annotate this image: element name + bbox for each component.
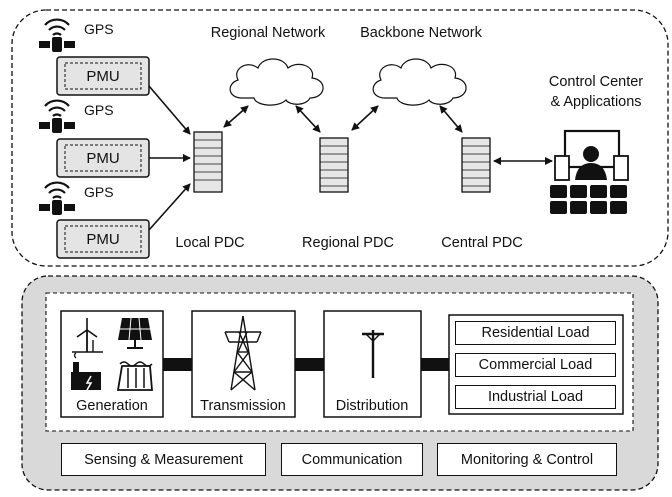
backbone-network-label: Backbone Network (360, 25, 482, 41)
load-label: Residential Load (481, 325, 590, 341)
gps-label: GPS (84, 102, 114, 118)
backbone-network-cloud (372, 58, 467, 106)
load-box-industrial: Industrial Load (455, 385, 616, 409)
cloud-central-pdc-link (439, 105, 463, 133)
transmission-tower-icon (224, 315, 262, 391)
function-label: Monitoring & Control (460, 451, 594, 468)
transmission-label: Transmission (200, 398, 286, 414)
load-box-residential: Residential Load (455, 321, 616, 345)
pmu-box (56, 56, 150, 96)
transmission-distribution-connector (295, 358, 324, 371)
function-label: Communication (301, 451, 403, 468)
local-pdc-label: Local PDC (175, 235, 244, 251)
power-plant-icon (71, 352, 101, 391)
regional-network-label: Regional Network (211, 25, 326, 41)
generation-label: Generation (76, 398, 148, 414)
gps-pmu-unit-1: GPS PMU (39, 18, 150, 96)
transmission-block (191, 310, 296, 418)
solar-panel-icon (118, 317, 152, 349)
load-label: Commercial Load (478, 357, 593, 373)
regional-network-cloud (229, 58, 324, 106)
control-center-label-line2: & Applications (550, 94, 641, 110)
gps-label: GPS (84, 184, 114, 200)
local-pdc-cloud-link (223, 105, 249, 128)
regional-pdc-cloud-link (351, 105, 379, 131)
distribution-label: Distribution (336, 398, 409, 414)
distribution-pole-icon (362, 330, 384, 378)
gps-satellite-icon (39, 181, 75, 215)
gps-satellite-icon (39, 18, 75, 52)
load-label: Industrial Load (487, 389, 584, 405)
cloud-regional-pdc-link (295, 105, 321, 133)
monitoring-control-box: Monitoring & Control (437, 443, 617, 476)
generation-transmission-connector (163, 358, 192, 371)
distribution-loads-connector (421, 358, 449, 371)
central-pdc-label: Central PDC (441, 235, 522, 251)
gps-pmu-unit-2: GPS PMU (39, 99, 150, 178)
local-pdc-stack (193, 131, 223, 193)
control-center-label: Control Center (549, 74, 643, 90)
gps-label: GPS (84, 21, 114, 37)
function-label: Sensing & Measurement (84, 451, 243, 468)
pmu-label: PMU (86, 68, 119, 85)
pmu-box (56, 219, 150, 259)
control-center-operator-icon (550, 129, 629, 214)
pmu1-to-local-pdc-arrow (148, 85, 191, 135)
gps-pmu-unit-3: GPS PMU (39, 181, 150, 259)
wind-turbine-icon (72, 318, 103, 353)
pmu3-to-local-pdc-arrow (148, 183, 191, 231)
hydro-dam-icon (116, 361, 153, 391)
pmu-label: PMU (86, 150, 119, 167)
sensing-measurement-box: Sensing & Measurement (61, 443, 266, 476)
communication-box: Communication (281, 443, 423, 476)
central-pdc-stack (461, 137, 491, 193)
load-box-commercial: Commercial Load (455, 353, 616, 377)
top-section-border (11, 9, 669, 267)
regional-pdc-label: Regional PDC (302, 235, 394, 251)
pmu-label: PMU (86, 231, 119, 248)
regional-pdc-stack (319, 137, 349, 193)
gps-satellite-icon (39, 99, 75, 133)
